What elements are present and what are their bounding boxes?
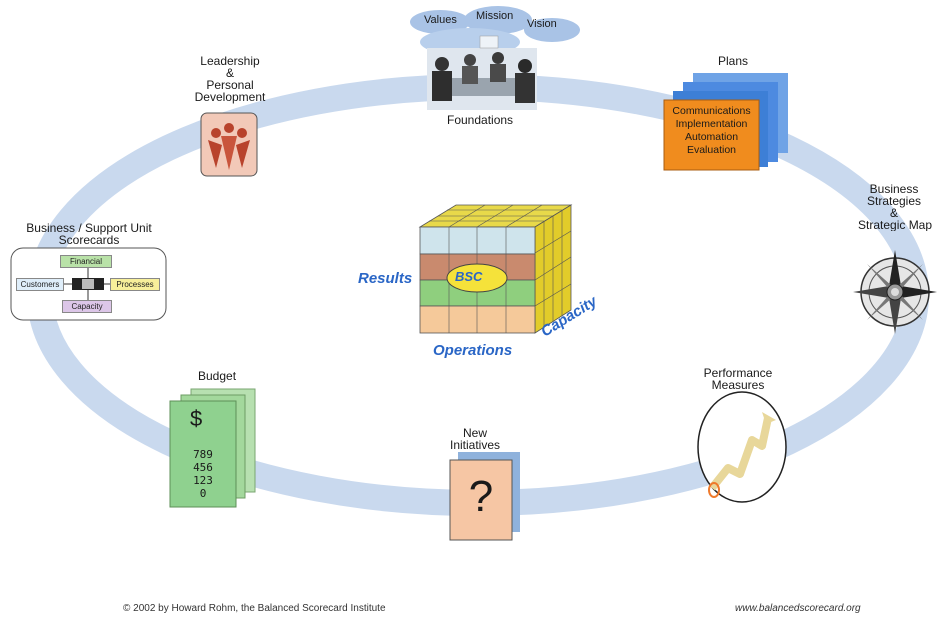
scorecard-financial: Financial [60,255,112,268]
strategies-line: Business [869,183,919,196]
plans-title: Plans [718,54,749,68]
scorecards-line: Business / Support Unit [26,221,152,235]
budget-numbers: 789 456 123 0 [183,448,223,500]
scorecard-capacity: Capacity [62,300,112,313]
bsc-cube [418,204,573,334]
scorecards-line: Scorecards [58,233,120,247]
foundations-picture [410,6,580,110]
cube-center-label: BSC [455,269,483,284]
initiatives-cards [449,452,520,541]
leadership-line: Leadership [200,54,260,68]
scorecards-label: Business / Support Unit Scorecards [8,222,170,246]
strategies-line: Strategic Map [858,218,933,231]
measures-icon [697,391,787,503]
footer-url[interactable]: www.balancedscorecard.org [735,603,861,614]
measures-line: Performance [703,366,773,380]
budget-number: 123 [193,474,213,487]
scorecard-customers: Customers [16,278,64,291]
foundations-vision: Vision [527,18,557,30]
foundations-values: Values [424,14,457,26]
strategies-line: & [889,206,898,220]
plans-cards [663,73,788,171]
compass-icon [853,250,937,334]
budget-dollar-icon: $ [190,406,203,431]
leadership-label: Leadership & Personal Development [190,55,270,103]
question-mark-icon: ? [468,472,494,521]
measures-line: Measures [711,378,765,392]
plans-list: Communications Implementation Automation… [664,105,759,157]
cube-operations-label: Operations [433,342,513,359]
budget-bills [169,388,256,508]
leadership-line: Development [194,90,266,104]
initiatives-line: Initiatives [449,438,501,452]
budget-title: Budget [198,369,237,383]
scorecards-frame [10,247,167,321]
budget-number: 0 [199,487,207,500]
initiatives-line: New [462,426,487,440]
foundations-mission: Mission [476,10,514,22]
scorecard-processes: Processes [110,278,160,291]
leadership-icon [200,112,258,177]
leadership-line: Personal [206,78,254,92]
plans-item: Automation [684,131,739,143]
budget-number: 789 [193,448,213,461]
strategies-line: Strategies [866,194,922,208]
footer-copyright: © 2002 by Howard Rohm, the Balanced Scor… [123,603,386,614]
plans-item: Communications [672,105,751,117]
foundations-label: Foundations [447,113,514,127]
budget-number: 456 [193,461,213,474]
leadership-line: & [225,66,234,80]
plans-item: Evaluation [686,144,737,156]
cube-results-label: Results [358,270,413,287]
measures-label: Performance Measures [698,367,778,391]
strategies-label: Business Strategies & Strategic Map [852,183,936,231]
plans-item: Implementation [675,118,748,130]
initiatives-label: New Initiatives [440,427,510,451]
